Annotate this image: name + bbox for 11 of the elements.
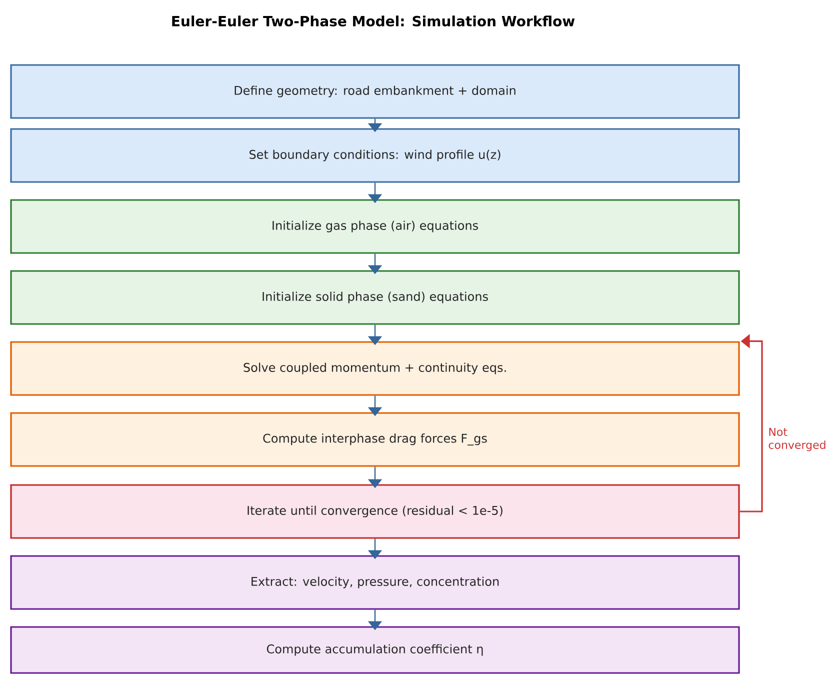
process-box: Initialize gas phase (air) equations (10, 199, 740, 254)
title: Euler-Euler Two-Phase Model: Simulation Workflow (172, 16, 575, 26)
process-box: Set boundary conditions: wind profile u(z) (10, 128, 740, 183)
process-box: Solve coupled momentum + continuity eqs. (10, 341, 740, 396)
process-box: Initialize solid phase (sand) equations (10, 270, 740, 325)
process-box: Iterate until convergence (residual < 1e-5) (10, 484, 740, 539)
process-box: Extract: velocity, pressure, concentration (10, 555, 740, 610)
process-box: Compute accumulation coefficient η (10, 626, 740, 674)
edge-label: Not converged (768, 428, 826, 452)
process-box: Compute interphase drag forces F_gs (10, 412, 740, 467)
process-box: Define geometry: road embankment + domain (10, 64, 740, 119)
